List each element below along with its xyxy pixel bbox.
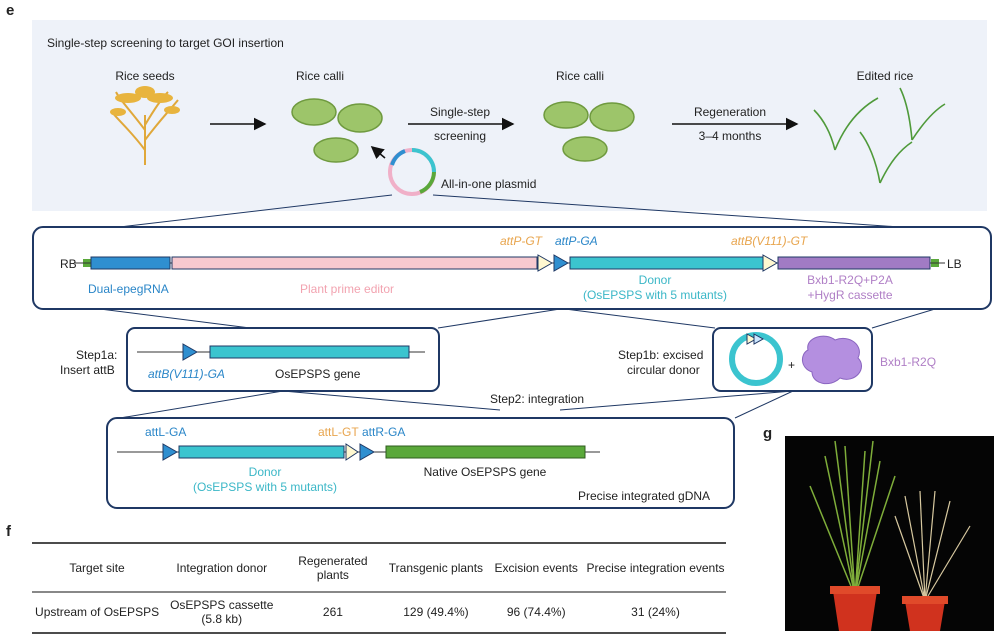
header-regenerated: Regenerated plants bbox=[298, 554, 368, 582]
cell-integration-donor: OsEPSPS cassette (5.8 kb) bbox=[170, 598, 274, 626]
rice-calli-1 bbox=[291, 98, 383, 163]
prime-editor-bar bbox=[171, 256, 538, 270]
bxb1-label-1: Bxb1-R2Q+P2A bbox=[807, 273, 893, 287]
plus-sign: + bbox=[788, 358, 796, 372]
donor-bar bbox=[569, 256, 764, 270]
rice-seeds-label: Rice seeds bbox=[115, 69, 175, 83]
osepsps-gene-label: OsEPSPS gene bbox=[275, 367, 361, 381]
plant-photo bbox=[785, 436, 994, 631]
step1b-label: Step1b: excised bbox=[618, 348, 704, 362]
plant-photo-drawing bbox=[809, 440, 971, 631]
lb-label: LB bbox=[947, 257, 962, 271]
workflow-band bbox=[32, 20, 987, 211]
integrated-donor-label: Donor bbox=[248, 465, 282, 479]
edited-rice-label: Edited rice bbox=[856, 69, 914, 83]
dual-epegrna-bar bbox=[90, 256, 171, 270]
attr-ga-label: attR-GA bbox=[362, 425, 406, 439]
table-header-row: Target site Integration donor Regenerate… bbox=[32, 545, 726, 591]
rice-grains bbox=[110, 86, 180, 116]
native-gene-label: Native OsEPSPS gene bbox=[423, 465, 547, 479]
bxb1-bar bbox=[777, 256, 931, 270]
dual-epegrna-label: Dual-epegRNA bbox=[88, 282, 169, 296]
single-step-label: Single-step bbox=[429, 105, 491, 119]
months-label: 3–4 months bbox=[698, 129, 762, 143]
step2-label: Step2: integration bbox=[490, 392, 585, 406]
cell-precise: 31 (24%) bbox=[631, 605, 680, 619]
workflow-title: Single-step screening to target GOI inse… bbox=[47, 36, 284, 50]
edited-rice-illustration bbox=[813, 87, 946, 184]
integrated-donor-sub: (OsEPSPS with 5 mutants) bbox=[192, 480, 338, 494]
header-transgenic: Transgenic plants bbox=[388, 561, 484, 575]
header-excision: Excision events bbox=[494, 561, 578, 575]
results-table: Target site Integration donor Regenerate… bbox=[32, 545, 726, 633]
rice-calli-label-1: Rice calli bbox=[295, 69, 344, 83]
panel-label-g: g bbox=[763, 425, 773, 442]
plasmid-label: All-in-one plasmid bbox=[441, 177, 537, 191]
attb-gt-label: attB(V111)-GT bbox=[731, 234, 808, 248]
step1a-insert-label: Insert attB bbox=[60, 363, 115, 377]
attb-gt-site bbox=[762, 254, 779, 272]
donor-label: Donor bbox=[638, 273, 672, 287]
rice-calli-2 bbox=[543, 101, 635, 162]
step1b-circular-label: circular donor bbox=[627, 363, 700, 377]
integrated-caption: Precise integrated gDNA bbox=[578, 489, 711, 503]
regeneration-label: Regeneration bbox=[693, 105, 767, 119]
panel-label-e: e bbox=[6, 2, 15, 19]
cell-target-site: Upstream of OsEPSPS bbox=[35, 605, 160, 619]
header-target-site: Target site bbox=[69, 561, 125, 575]
header-precise: Precise integration events bbox=[586, 561, 725, 575]
table-row: Upstream of OsEPSPS OsEPSPS cassette (5.… bbox=[32, 591, 726, 633]
bxb1-label-2: +HygR cassette bbox=[807, 288, 893, 302]
prime-editor-label: Plant prime editor bbox=[300, 282, 395, 296]
attp-gt-site bbox=[537, 254, 554, 272]
step1a-box bbox=[126, 327, 440, 392]
cell-excision: 96 (74.4%) bbox=[506, 605, 566, 619]
attl-ga-label: attL-GA bbox=[145, 425, 187, 439]
step1a-label: Step1a: bbox=[76, 348, 118, 362]
attp-ga-label: attP-GA bbox=[555, 234, 598, 248]
native-gene-bar bbox=[385, 445, 586, 459]
rice-seeds-illustration bbox=[111, 91, 179, 165]
bxb1-protein bbox=[802, 335, 863, 385]
cell-regenerated: 261 bbox=[322, 605, 343, 619]
rice-calli-label-2: Rice calli bbox=[555, 69, 604, 83]
integrated-box bbox=[106, 417, 735, 509]
panel-label-f: f bbox=[6, 523, 11, 540]
attb-v111-ga-label: attB(V111)-GA bbox=[148, 367, 225, 381]
screening-label: screening bbox=[433, 129, 487, 143]
cell-transgenic: 129 (49.4%) bbox=[403, 605, 469, 619]
bxb1-r2q-label: Bxb1-R2Q bbox=[880, 355, 937, 369]
arrow-plasmid bbox=[370, 145, 386, 160]
header-integration-donor: Integration donor bbox=[176, 561, 268, 575]
rb-label: RB bbox=[60, 257, 77, 271]
attp-gt-label: attP-GT bbox=[500, 234, 543, 248]
attp-ga-site bbox=[553, 254, 570, 272]
attl-gt-label: attL-GT bbox=[318, 425, 359, 439]
donor-sub-label: (OsEPSPS with 5 mutants) bbox=[582, 288, 728, 302]
plasmid-icon bbox=[388, 148, 436, 196]
